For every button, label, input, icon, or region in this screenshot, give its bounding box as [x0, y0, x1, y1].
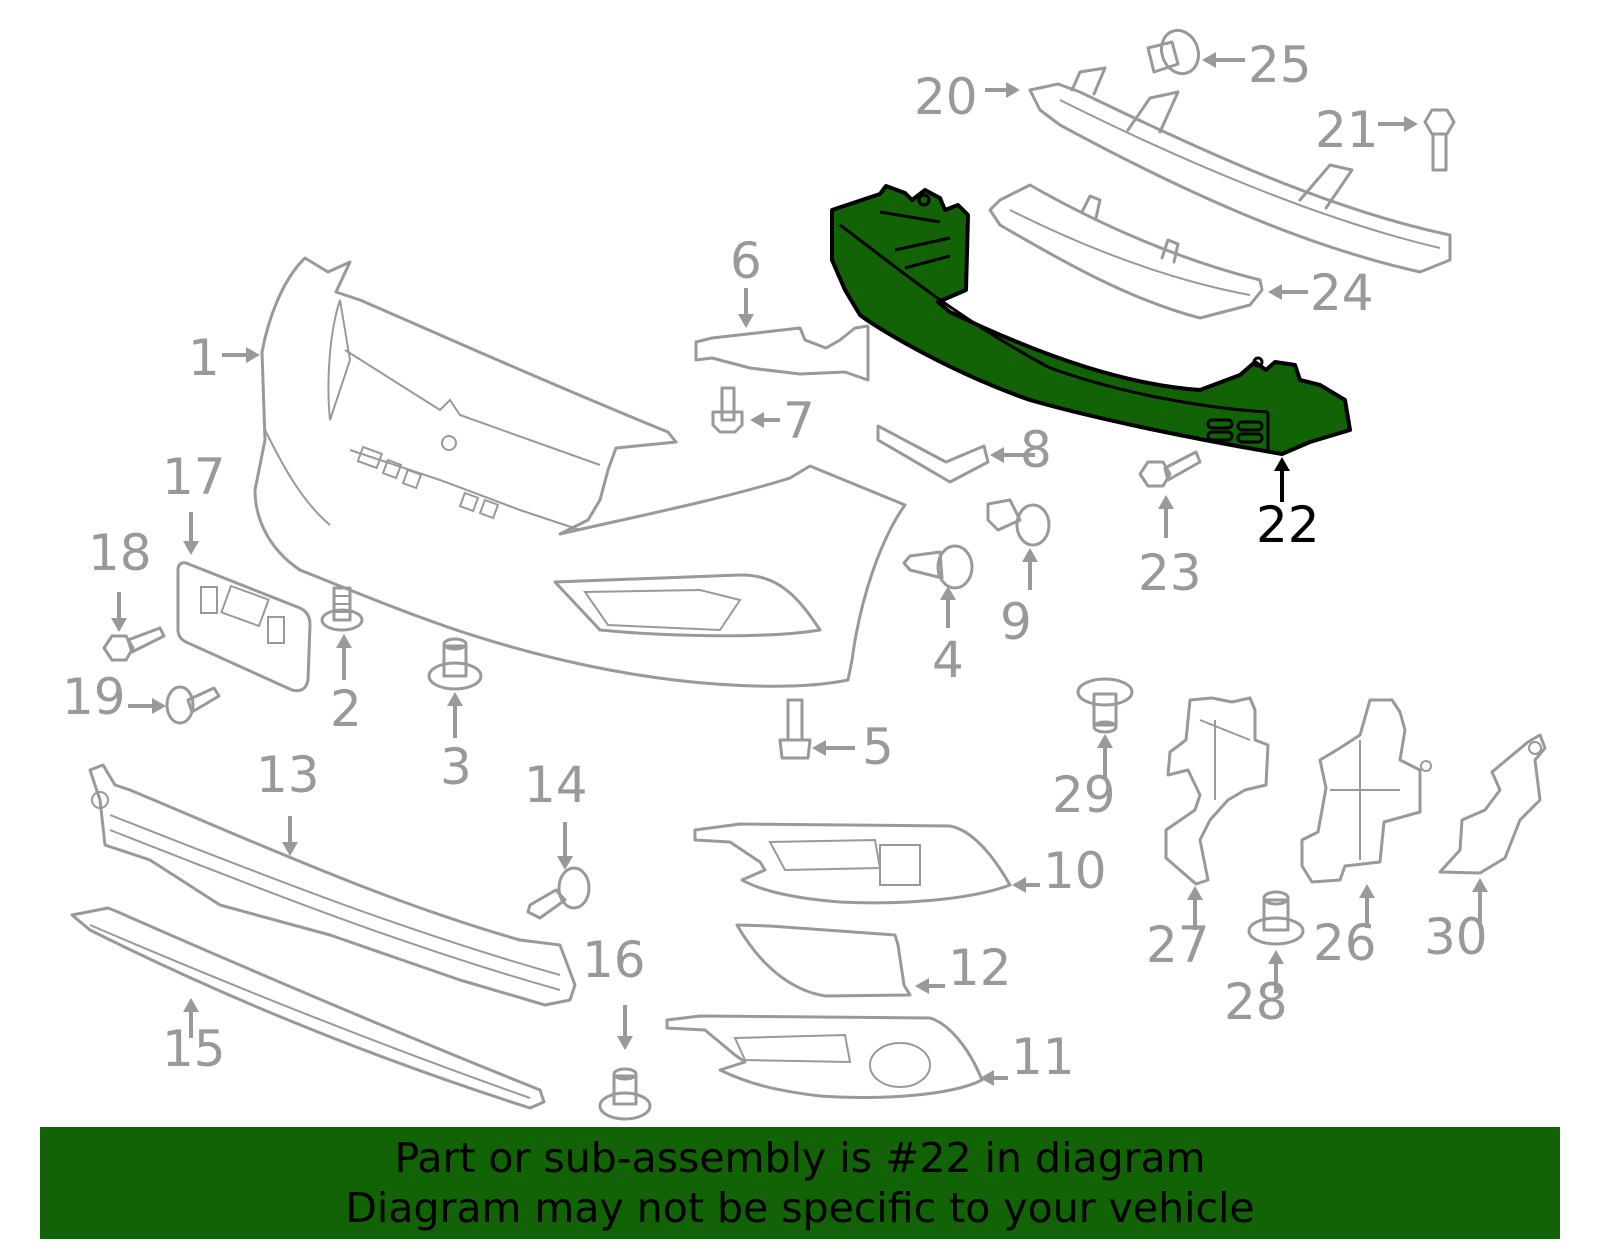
callout-23[interactable]: 23	[1138, 544, 1202, 602]
callout-21[interactable]: 21	[1315, 101, 1379, 159]
callout-12[interactable]: 12	[948, 939, 1012, 997]
callout-9[interactable]: 9	[1000, 593, 1032, 651]
banner-line-disclaimer: Diagram may not be specific to your vehi…	[345, 1184, 1255, 1232]
callout-19[interactable]: 19	[62, 668, 126, 726]
part-16-clip[interactable]	[598, 1067, 652, 1121]
part-17-license-plate-bracket[interactable]	[176, 561, 312, 693]
part-14-screw[interactable]	[526, 866, 591, 920]
callout-29[interactable]: 29	[1052, 766, 1116, 824]
part-4-screw[interactable]	[902, 544, 974, 590]
part-3-clip[interactable]	[427, 637, 483, 691]
callout-14[interactable]: 14	[524, 756, 588, 814]
callout-18[interactable]: 18	[88, 524, 152, 582]
part-27-side-bracket[interactable]	[1164, 696, 1270, 886]
callout-26[interactable]: 26	[1313, 914, 1377, 972]
part-24-absorber[interactable]	[988, 183, 1264, 320]
part-22-bumper-reinforcement[interactable]	[830, 184, 1352, 456]
callout-1[interactable]: 1	[188, 329, 220, 387]
callout-17[interactable]: 17	[162, 448, 226, 506]
callout-2[interactable]: 2	[330, 680, 362, 738]
part-2-clip[interactable]	[320, 586, 364, 632]
callout-16[interactable]: 16	[582, 931, 646, 989]
part-23-bolt[interactable]	[1138, 450, 1202, 488]
part-5-bolt[interactable]	[778, 698, 812, 760]
callout-24[interactable]: 24	[1310, 264, 1374, 322]
part-26-side-bracket[interactable]	[1300, 698, 1432, 884]
callout-27[interactable]: 27	[1146, 916, 1210, 974]
callout-22-highlighted[interactable]: 22	[1256, 496, 1320, 554]
part-11-fog-light-bezel-left[interactable]	[665, 1014, 984, 1099]
banner-line-part-number: Part or sub-assembly is #22 in diagram	[394, 1134, 1206, 1182]
part-7-bolt[interactable]	[711, 386, 744, 434]
part-12-fog-light-cover[interactable]	[735, 923, 912, 998]
part-28-clip[interactable]	[1247, 890, 1305, 946]
callout-20[interactable]: 20	[914, 68, 978, 126]
callout-25[interactable]: 25	[1248, 36, 1312, 94]
part-info-banner: Part or sub-assembly is #22 in diagram D…	[40, 1127, 1560, 1239]
callout-7[interactable]: 7	[783, 392, 815, 450]
part-25-clip[interactable]	[1146, 25, 1204, 79]
callout-10[interactable]: 10	[1043, 842, 1107, 900]
part-1-bumper-cover[interactable]	[253, 256, 907, 688]
part-8-trim-strip[interactable]	[876, 424, 990, 484]
part-15-lower-spoiler[interactable]	[70, 906, 546, 1110]
callout-13[interactable]: 13	[256, 746, 320, 804]
part-18-bolt[interactable]	[102, 626, 166, 662]
part-6-bracket[interactable]	[694, 324, 870, 382]
callout-5[interactable]: 5	[862, 718, 894, 776]
part-9-screw[interactable]	[986, 498, 1051, 547]
callout-8[interactable]: 8	[1020, 421, 1052, 479]
callout-6[interactable]: 6	[730, 232, 762, 290]
callout-30[interactable]: 30	[1424, 908, 1488, 966]
callout-4[interactable]: 4	[932, 631, 964, 689]
part-19-screw[interactable]	[165, 685, 221, 725]
part-20-bumper-support[interactable]	[1028, 66, 1452, 274]
callout-15[interactable]: 15	[162, 1020, 226, 1078]
part-29-clip[interactable]	[1076, 677, 1134, 734]
part-21-bolt[interactable]	[1423, 108, 1456, 172]
part-30-side-bracket[interactable]	[1438, 733, 1547, 875]
part-10-fog-light-bezel-right[interactable]	[693, 822, 1012, 905]
callout-3[interactable]: 3	[440, 738, 472, 796]
callout-28[interactable]: 28	[1224, 973, 1288, 1031]
part-13-lower-grille[interactable]	[88, 763, 577, 1007]
callout-11[interactable]: 11	[1011, 1028, 1075, 1086]
